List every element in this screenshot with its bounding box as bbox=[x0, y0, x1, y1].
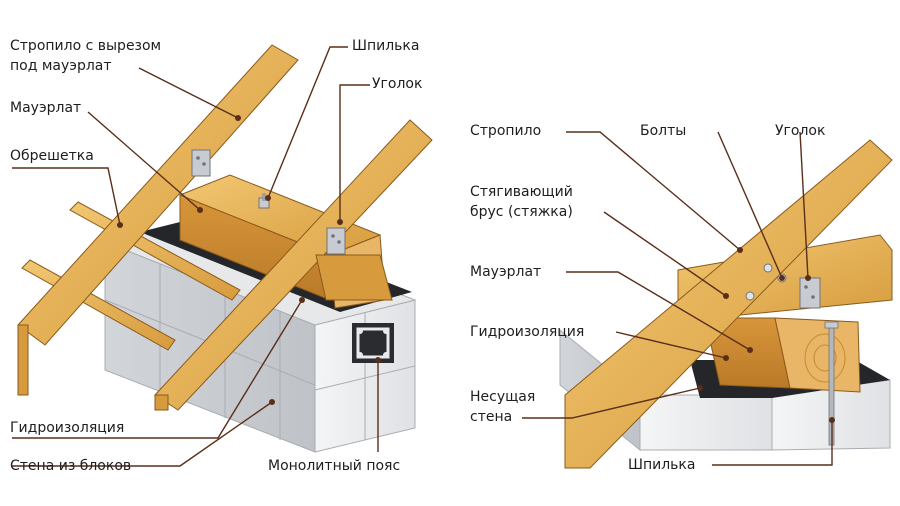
left-diagram bbox=[12, 44, 433, 467]
label-rafter-right: Стропило bbox=[470, 123, 542, 139]
leader-waterproofing-left bbox=[12, 299, 303, 439]
angle-bracket-left-2 bbox=[326, 227, 346, 255]
label-stud-right: Шпилька bbox=[628, 457, 696, 473]
leader-rafter-notched bbox=[138, 67, 239, 119]
leader-lines-right bbox=[522, 131, 833, 466]
label-angle-left: Уголок bbox=[372, 76, 423, 92]
label-block-wall: Стена из блоков bbox=[10, 458, 132, 474]
rafter-back-tail bbox=[17, 324, 29, 396]
label-rafter-notched-line2: под мауэрлат bbox=[10, 58, 112, 74]
leader-bolts bbox=[717, 131, 783, 279]
leader-mauerlat-right bbox=[566, 271, 751, 351]
angle-bracket-left-1 bbox=[191, 149, 211, 177]
rafter-right bbox=[564, 139, 893, 469]
leader-waterproofing-right bbox=[615, 331, 727, 359]
leader-tie-beam bbox=[603, 211, 727, 297]
wood-grain-end-right bbox=[804, 333, 846, 383]
label-mauerlat-right: Мауэрлат bbox=[470, 264, 542, 280]
label-rafter-notched-line1: Стропило с вырезом bbox=[10, 38, 162, 54]
rafter-back bbox=[17, 44, 299, 346]
label-monolithic-belt: Монолитный пояс bbox=[268, 458, 401, 474]
leader-block-wall bbox=[12, 401, 273, 467]
load-wall-front bbox=[639, 394, 773, 451]
label-waterproofing-left: Гидроизоляция bbox=[10, 420, 125, 436]
label-stud-left: Шпилька bbox=[352, 38, 420, 54]
right-diagram bbox=[522, 131, 893, 469]
label-tie-beam-line1: Стягивающий bbox=[470, 184, 573, 200]
label-load-wall-line2: стена bbox=[470, 409, 513, 425]
rafter-front bbox=[154, 119, 433, 411]
label-load-wall-line1: Несущая bbox=[470, 389, 536, 405]
leader-mauerlat-left bbox=[87, 111, 201, 211]
label-bolts: Болты bbox=[640, 123, 687, 139]
angle-bracket-right bbox=[799, 277, 821, 309]
monolithic-belt-rebar bbox=[352, 323, 394, 363]
leader-rafter-right bbox=[566, 131, 741, 251]
leader-battens bbox=[12, 167, 121, 226]
label-mauerlat-left: Мауэрлат bbox=[10, 100, 82, 116]
leader-lines-left bbox=[12, 46, 379, 467]
rafter-front-tail bbox=[154, 394, 169, 411]
leader-angle-right bbox=[799, 131, 809, 279]
leader-dots-left bbox=[117, 115, 381, 405]
mauerlat-right-end bbox=[774, 317, 861, 393]
leader-stud-left bbox=[267, 46, 348, 199]
rafters bbox=[17, 44, 433, 411]
leader-angle-left bbox=[339, 84, 370, 222]
label-angle-right: Уголок bbox=[775, 123, 826, 139]
leader-dots-right bbox=[697, 247, 835, 423]
label-waterproofing-right: Гидроизоляция bbox=[470, 324, 585, 340]
label-battens: Обрешетка bbox=[10, 148, 94, 164]
label-tie-beam-line2: брус (стяжка) bbox=[470, 204, 573, 220]
leader-stud-right bbox=[712, 420, 833, 466]
stud-head-left bbox=[258, 193, 270, 209]
leader-load-wall bbox=[522, 387, 701, 419]
